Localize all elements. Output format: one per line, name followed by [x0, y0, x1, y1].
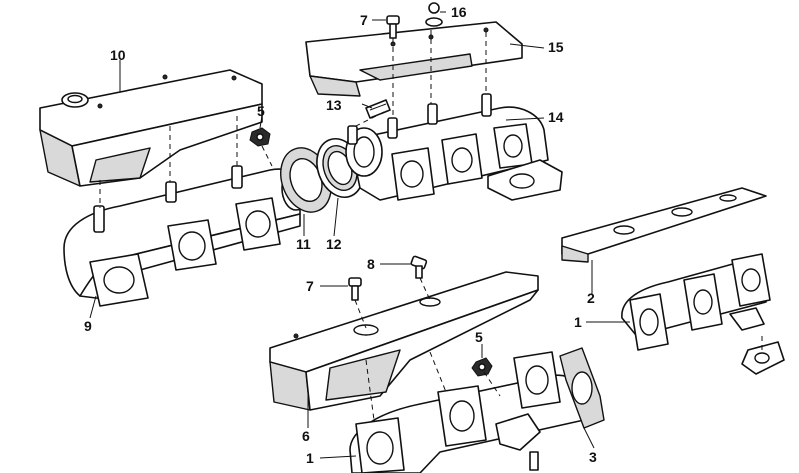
- exhaust-manifold-1-lower: [349, 351, 585, 473]
- callout-3: 3: [589, 449, 597, 465]
- exhaust-manifold-1-right: [621, 253, 785, 375]
- callout-5-lower: 5: [475, 329, 483, 345]
- callout-14: 14: [548, 109, 564, 125]
- callout-2: 2: [587, 290, 595, 306]
- callout-11: 11: [296, 236, 311, 252]
- nut-5-top: [249, 127, 271, 147]
- bolt-8: [410, 255, 428, 279]
- callout-10: 10: [110, 47, 126, 63]
- gasket-3: [559, 347, 605, 429]
- heat-shield-plate-2: [561, 187, 767, 263]
- callout-12: 12: [326, 236, 342, 252]
- callout-1-lower: 1: [306, 450, 314, 466]
- assembly-lines: [99, 30, 763, 421]
- callout-7-top: 7: [360, 12, 368, 28]
- callout-6: 6: [302, 428, 310, 444]
- callout-1-right: 1: [574, 314, 582, 330]
- callout-9: 9: [84, 318, 92, 334]
- stud-13: [365, 99, 391, 119]
- exhaust-manifold-left: [63, 165, 311, 307]
- bolt-7-lower: [348, 277, 362, 301]
- heat-shield-rear: [305, 21, 523, 97]
- heat-shield-6: [269, 271, 539, 411]
- exhaust-manifold-rear: [345, 93, 563, 201]
- callout-16: 16: [451, 4, 467, 20]
- leader-lines: [89, 11, 630, 459]
- callout-8: 8: [367, 256, 375, 272]
- callout-13: 13: [326, 97, 342, 113]
- callout-15: 15: [548, 39, 564, 55]
- washer-16: [425, 2, 443, 27]
- nut-5-lower: [471, 357, 493, 377]
- heat-shield-left: [39, 69, 263, 187]
- callout-5-top: 5: [257, 103, 265, 119]
- callout-7-lower: 7: [306, 278, 314, 294]
